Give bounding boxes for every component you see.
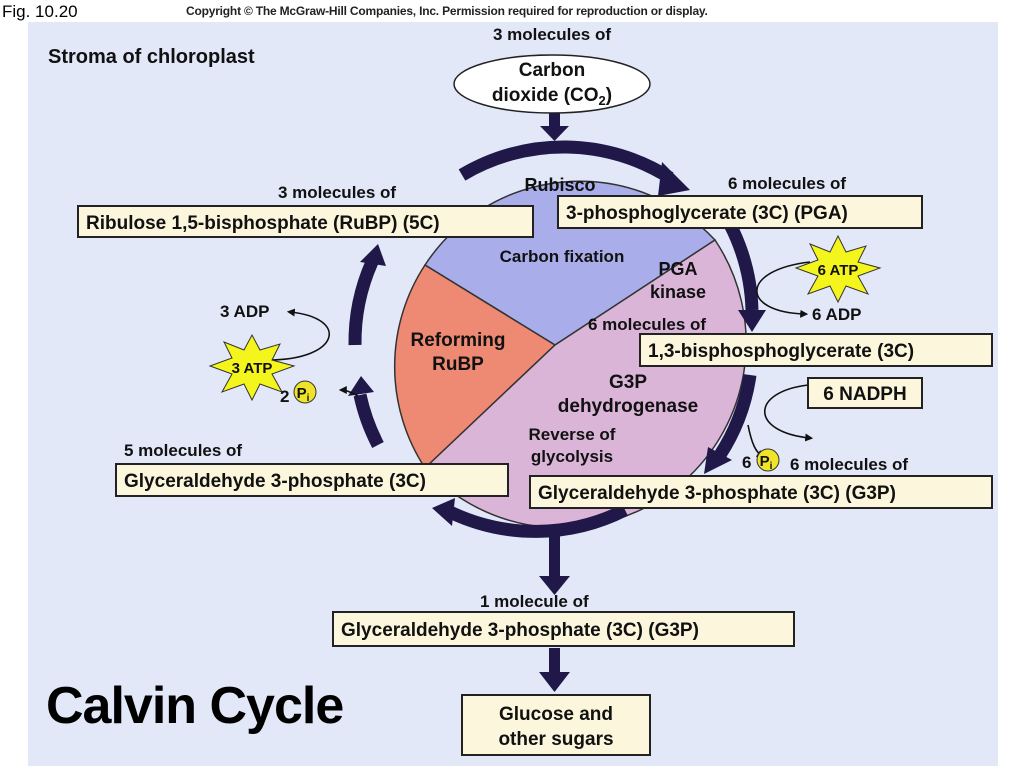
cycle-arrow-left-lower: [353, 393, 384, 449]
figure-label: Fig. 10.20: [2, 2, 78, 21]
atp-three-label: 3 ATP: [232, 360, 273, 377]
g3p-five-box: [115, 463, 509, 497]
pi-two-count: 2: [280, 387, 289, 406]
reverse-glycolysis-line2: glycolysis: [531, 447, 613, 466]
phosphate-icon: [756, 448, 780, 472]
cycle-arrow-left-lower-head: [348, 376, 374, 396]
diagram-title: Calvin Cycle: [46, 677, 344, 735]
reverse-glycolysis-line1: Reverse of: [529, 425, 616, 444]
pga-kinase-line2: kinase: [650, 282, 706, 302]
g3p-one-name: Glyceraldehyde 3-phosphate (3C) (G3P): [341, 620, 699, 641]
reforming-rubp-sector: [394, 263, 557, 470]
location-label: Stroma of chloroplast: [48, 46, 255, 68]
atp-burst-icon: [208, 333, 296, 402]
rubp-count: 3 molecules of: [278, 183, 396, 202]
pi6-release-arrow: [747, 424, 765, 458]
g3p-six-name: Glyceraldehyde 3-phosphate (3C) (G3P): [538, 483, 896, 504]
pi-two-symbol: Pi: [297, 385, 310, 404]
carbon-fixation-label: Carbon fixation: [500, 247, 625, 266]
reforming-label-line1: Reforming: [411, 330, 506, 351]
pga-count: 6 molecules of: [728, 174, 846, 193]
g3p-one-count: 1 molecule of: [480, 592, 589, 611]
nadph-box: [807, 377, 923, 409]
co2-subscript: 2: [599, 93, 606, 108]
pi-six-subscript: i: [770, 461, 773, 472]
output-arrow-head: [539, 576, 570, 595]
pi-six-letter: P: [760, 453, 770, 470]
cycle-arrow-left-upper: [348, 259, 378, 346]
cycle-arrow-right-upper-head: [738, 310, 766, 332]
sugars-line1: Glucose and: [499, 704, 613, 725]
rubisco-label: Rubisco: [524, 175, 595, 195]
bpg-count: 6 molecules of: [588, 315, 706, 334]
adp-three-label: 3 ADP: [220, 302, 269, 321]
g3p-six-count: 6 molecules of: [790, 455, 908, 474]
pi2-release-arrow: [338, 386, 359, 397]
co2-oval: [453, 54, 651, 114]
cycle-arrow-right-lower: [714, 373, 757, 459]
atp-burst-icon: [794, 234, 882, 304]
atp6-to-adp-arrow: [756, 261, 811, 318]
atp-six-label: 6 ATP: [818, 262, 859, 279]
sugar-arrow-shaft: [549, 648, 560, 674]
g3p-five-count: 5 molecules of: [124, 441, 242, 460]
g3p-six-box: [529, 475, 993, 509]
cycle-arrow-top-head: [658, 162, 690, 196]
rubp-box: [77, 205, 534, 238]
g3p-five-name: Glyceraldehyde 3-phosphate (3C): [124, 471, 426, 492]
cycle-arrow-bottom: [447, 504, 628, 538]
nadph-arrow: [764, 384, 814, 442]
g3p-dehydrogenase-line1: G3P: [609, 372, 647, 393]
copyright-notice: Copyright © The McGraw-Hill Companies, I…: [186, 4, 708, 18]
pi-six-count: 6: [742, 453, 751, 472]
pga-box: [557, 195, 923, 229]
nadph-label: 6 NADPH: [823, 384, 906, 405]
g3p-dehydrogenase-line2: dehydrogenase: [558, 396, 698, 417]
phosphate-icon: [293, 380, 317, 404]
co2-formula-prefix: dioxide (CO: [492, 85, 599, 106]
reforming-label-line2: RuBP: [432, 354, 484, 375]
sugars-box: [461, 694, 651, 756]
cycle-arrow-right-lower-head: [704, 447, 732, 474]
cycle-arrow-bottom-head: [432, 498, 455, 526]
pi-two-letter: P: [297, 385, 307, 402]
co2-name-line1: Carbon: [519, 60, 586, 81]
co2-name-line2: dioxide (CO2): [492, 85, 612, 108]
pga-name: 3-phosphoglycerate (3C) (PGA): [566, 203, 848, 224]
bpg-box: [639, 333, 993, 367]
flow-arrows: [539, 108, 570, 692]
atp3-to-adp-arrow: [267, 308, 330, 361]
adp-six-label: 6 ADP: [812, 305, 861, 324]
g3p-one-box: [332, 611, 795, 647]
co2-arrow-head: [540, 126, 569, 141]
sugars-line2: other sugars: [498, 729, 613, 750]
rubp-name: Ribulose 1,5-bisphosphate (RuBP) (5C): [86, 213, 440, 234]
bpg-name: 1,3-bisphosphoglycerate (3C): [648, 341, 914, 362]
cycle-arrow-top: [458, 140, 674, 184]
pi-two-subscript: i: [307, 393, 310, 404]
co2-formula-suffix: ): [606, 85, 612, 106]
co2-arrow-shaft: [549, 108, 560, 128]
sugar-arrow-head: [539, 672, 570, 692]
cycle-arrow-left-upper-head: [360, 244, 386, 266]
pi-six-symbol: Pi: [760, 453, 773, 472]
output-arrow-shaft: [549, 532, 560, 580]
pga-kinase-line1: PGA: [658, 259, 697, 279]
co2-count: 3 molecules of: [493, 25, 611, 44]
